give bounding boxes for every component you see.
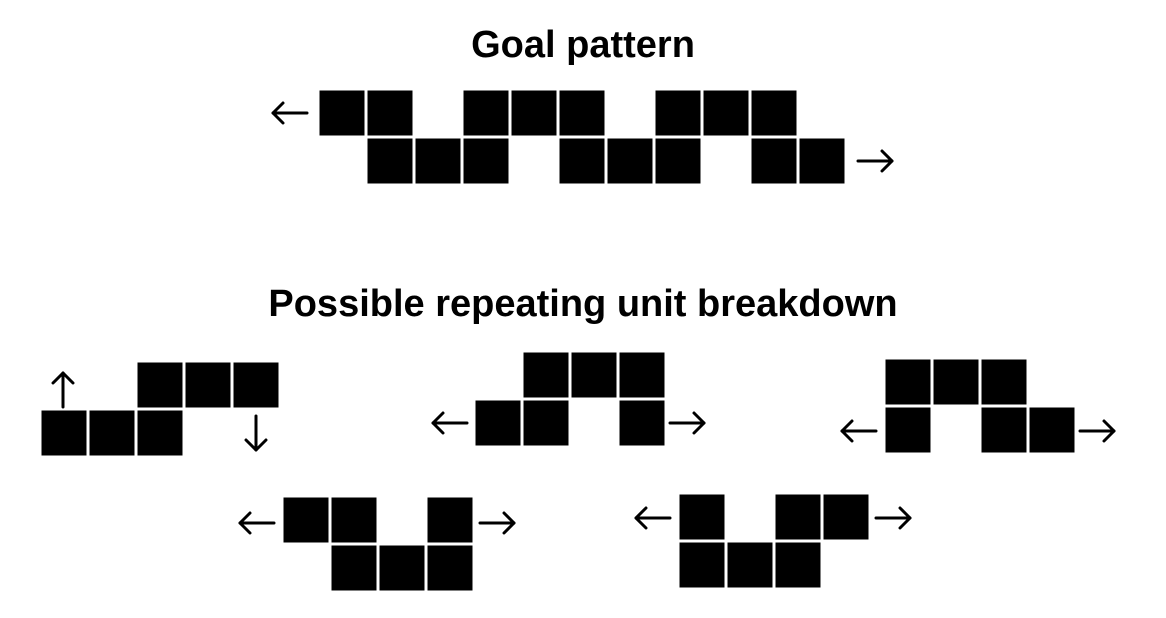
unit-hump-right bbox=[885, 359, 1075, 453]
unit-hump-right-block-5 bbox=[981, 407, 1027, 453]
unit-valley-right-block-5 bbox=[727, 542, 773, 588]
goal-pattern-block-1 bbox=[319, 90, 365, 136]
unit-valley-left-block-6 bbox=[427, 545, 473, 591]
goal-pattern-block-15 bbox=[751, 138, 797, 184]
goal-left-arrow-icon bbox=[271, 101, 309, 125]
unit-hump-center-block-5 bbox=[523, 400, 569, 446]
unit-valley-left-left-arrow-icon bbox=[238, 511, 276, 535]
unit-step-block-5 bbox=[89, 410, 135, 456]
unit-step-block-1 bbox=[137, 362, 183, 408]
unit-hump-center-block-2 bbox=[571, 352, 617, 398]
goal-pattern-block-8 bbox=[751, 90, 797, 136]
goal-pattern-block-12 bbox=[559, 138, 605, 184]
goal-pattern-block-14 bbox=[655, 138, 701, 184]
breakdown-title: Possible repeating unit breakdown bbox=[268, 283, 898, 325]
goal-right-arrow-icon bbox=[856, 149, 894, 173]
unit-valley-right-block-3 bbox=[823, 494, 869, 540]
unit-valley-left-block-2 bbox=[331, 497, 377, 543]
unit-valley-right-block-4 bbox=[679, 542, 725, 588]
goal-pattern-block-16 bbox=[799, 138, 845, 184]
unit-valley-right bbox=[679, 494, 869, 588]
unit-step-up-arrow-icon bbox=[51, 371, 75, 409]
unit-valley-left-block-4 bbox=[331, 545, 377, 591]
unit-valley-right-block-6 bbox=[775, 542, 821, 588]
unit-hump-right-left-arrow-icon bbox=[840, 419, 878, 443]
unit-valley-left-block-5 bbox=[379, 545, 425, 591]
unit-step-down-arrow-icon bbox=[244, 414, 268, 452]
unit-hump-center-block-3 bbox=[619, 352, 665, 398]
goal-pattern bbox=[319, 90, 845, 184]
unit-valley-left-block-1 bbox=[283, 497, 329, 543]
unit-hump-right-right-arrow-icon bbox=[1078, 419, 1116, 443]
unit-hump-right-block-4 bbox=[885, 407, 931, 453]
goal-pattern-block-5 bbox=[559, 90, 605, 136]
unit-hump-center-block-1 bbox=[523, 352, 569, 398]
unit-hump-center-block-4 bbox=[475, 400, 521, 446]
unit-valley-right-right-arrow-icon bbox=[874, 506, 912, 530]
unit-hump-right-block-1 bbox=[885, 359, 931, 405]
unit-valley-left-right-arrow-icon bbox=[478, 511, 516, 535]
unit-hump-center-block-6 bbox=[619, 400, 665, 446]
goal-pattern-block-9 bbox=[367, 138, 413, 184]
unit-hump-center-left-arrow-icon bbox=[431, 411, 469, 435]
unit-step-block-4 bbox=[41, 410, 87, 456]
unit-step-block-6 bbox=[137, 410, 183, 456]
goal-pattern-title: Goal pattern bbox=[471, 24, 695, 66]
unit-valley-left-block-3 bbox=[427, 497, 473, 543]
goal-pattern-block-4 bbox=[511, 90, 557, 136]
goal-pattern-block-6 bbox=[655, 90, 701, 136]
goal-pattern-block-2 bbox=[367, 90, 413, 136]
goal-pattern-block-10 bbox=[415, 138, 461, 184]
goal-pattern-block-11 bbox=[463, 138, 509, 184]
goal-pattern-block-7 bbox=[703, 90, 749, 136]
unit-hump-center-right-arrow-icon bbox=[668, 411, 706, 435]
unit-step-block-2 bbox=[185, 362, 231, 408]
unit-hump-right-block-2 bbox=[933, 359, 979, 405]
unit-step bbox=[41, 362, 279, 456]
unit-hump-center bbox=[475, 352, 665, 446]
goal-pattern-block-13 bbox=[607, 138, 653, 184]
unit-valley-left bbox=[283, 497, 473, 591]
unit-valley-right-left-arrow-icon bbox=[634, 506, 672, 530]
unit-valley-right-block-1 bbox=[679, 494, 725, 540]
unit-hump-right-block-3 bbox=[981, 359, 1027, 405]
unit-step-block-3 bbox=[233, 362, 279, 408]
unit-valley-right-block-2 bbox=[775, 494, 821, 540]
unit-hump-right-block-6 bbox=[1029, 407, 1075, 453]
goal-pattern-block-3 bbox=[463, 90, 509, 136]
